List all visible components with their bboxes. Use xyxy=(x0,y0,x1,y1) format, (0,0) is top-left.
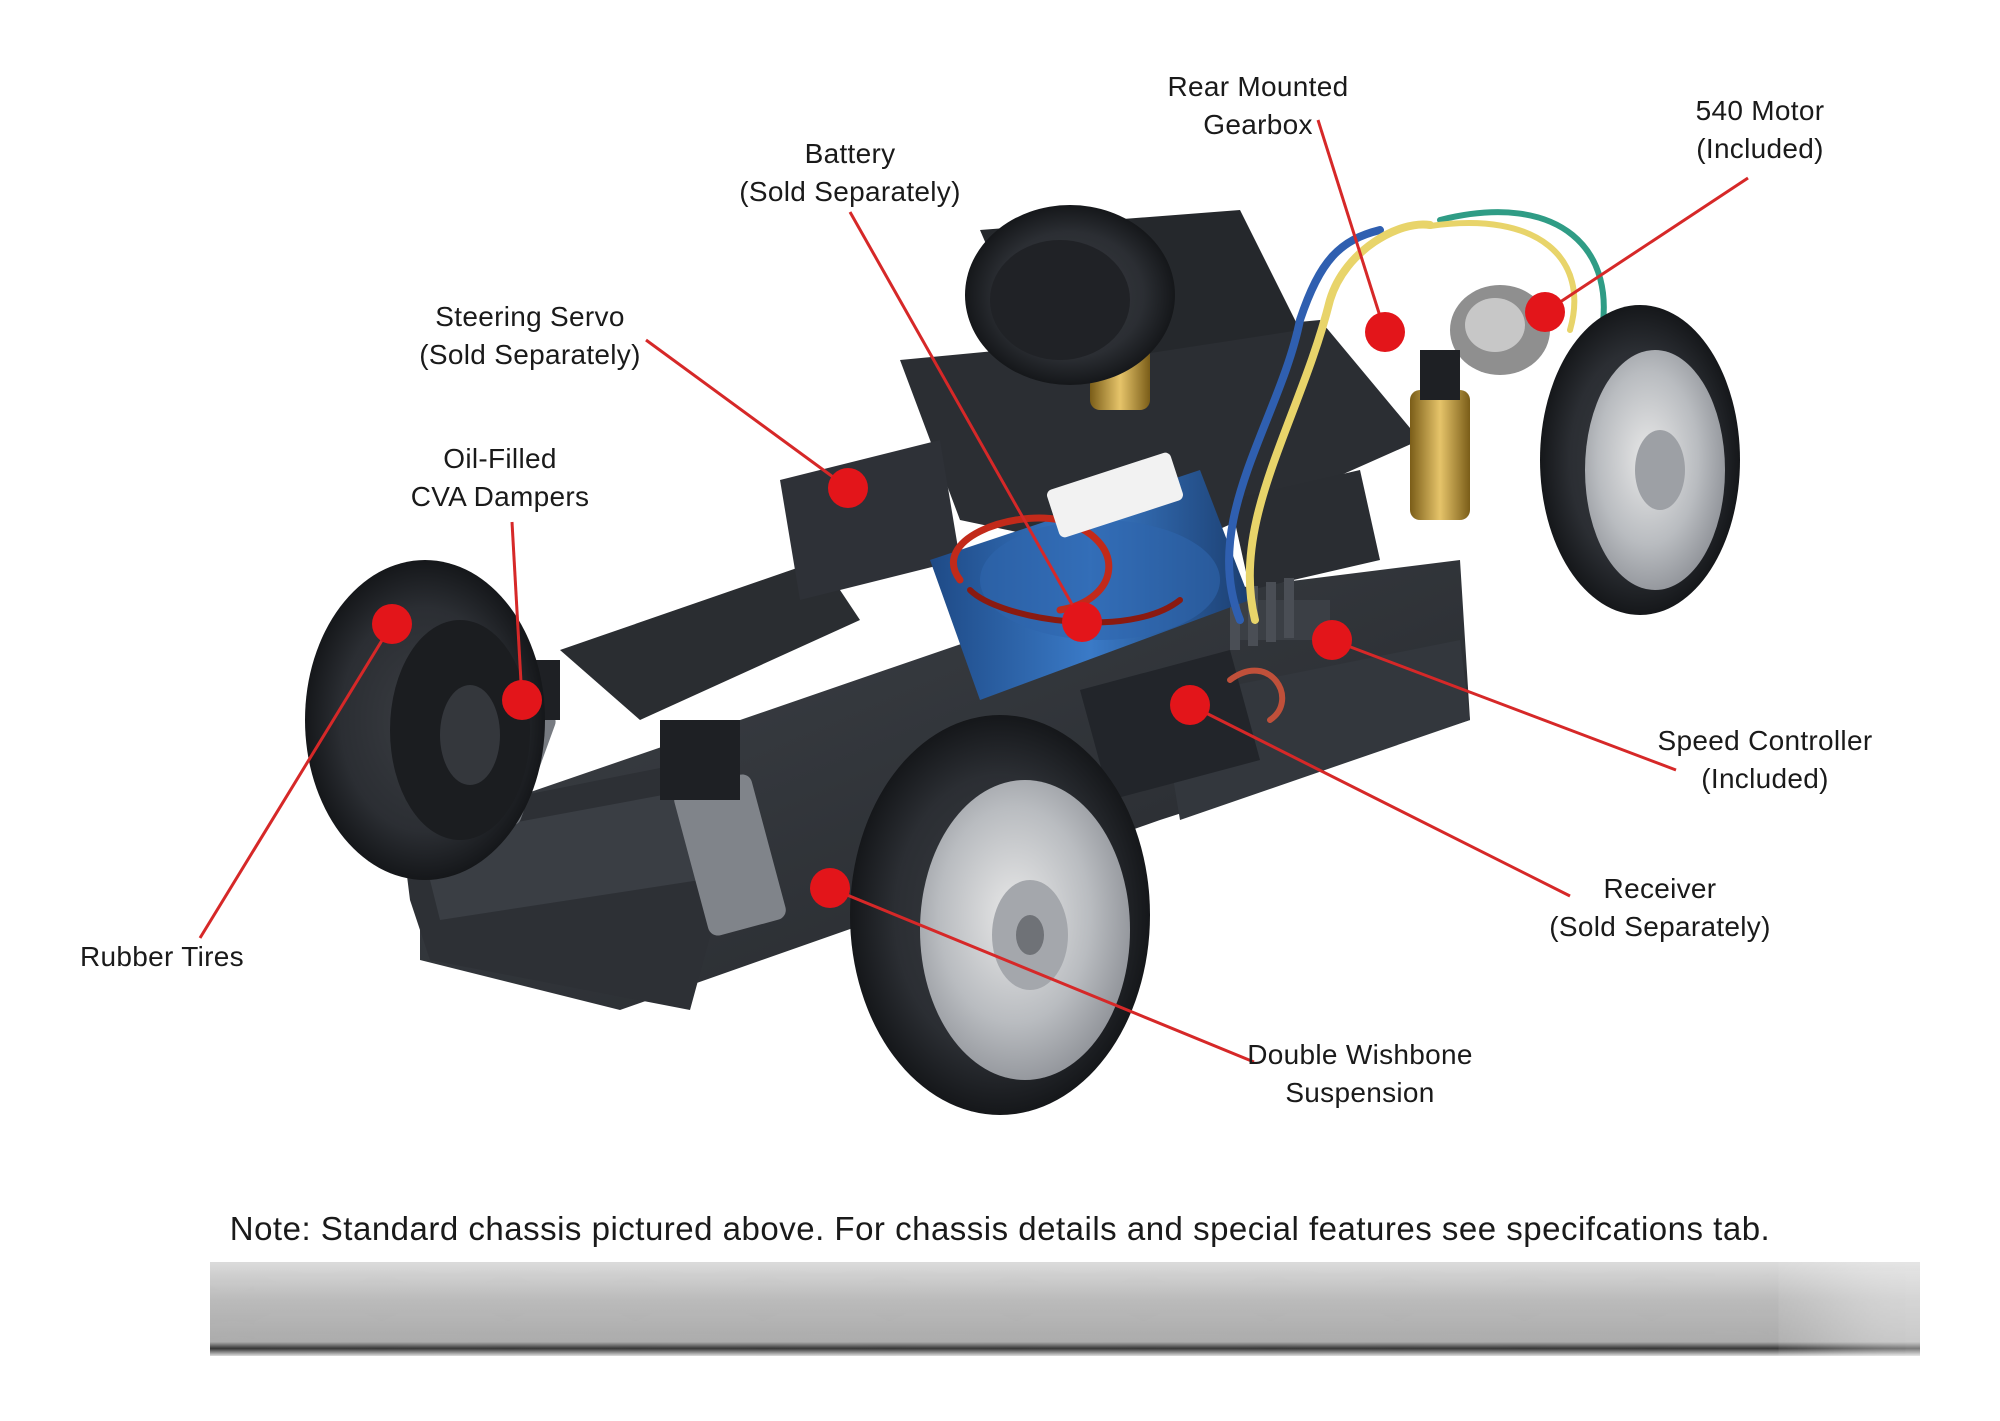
callout-line-motor xyxy=(1544,176,1749,314)
damper-rear-right xyxy=(1410,350,1470,520)
callout-line-dampers xyxy=(510,521,524,701)
callout-line-rear-gearbox xyxy=(1316,119,1387,333)
label-rubber-tires: Rubber Tires xyxy=(80,941,244,972)
label-suspension: Double Wishbone Suspension xyxy=(1247,1039,1473,1108)
wheel-rear-right xyxy=(1540,305,1740,615)
label-speed-controller: Speed Controller (Included) xyxy=(1657,725,1873,794)
motor xyxy=(1450,285,1550,375)
callout-line-rubber-tires xyxy=(198,623,394,939)
callout-dot-dampers xyxy=(502,680,542,720)
label-dampers: Oil-Filled CVA Dampers xyxy=(410,443,590,512)
wheel-front-right xyxy=(850,715,1150,1115)
callout-dot-motor xyxy=(1525,292,1565,332)
callout-lines xyxy=(198,119,1749,1064)
callout-line-speed-controller xyxy=(1331,638,1677,772)
label-rear-gearbox: Rear Mounted Gearbox xyxy=(1167,71,1349,140)
callout-dot-speed-controller xyxy=(1312,620,1352,660)
battery-connector xyxy=(1047,452,1183,538)
damper-front-right xyxy=(660,720,786,936)
footer-bar xyxy=(210,1262,1920,1356)
callout-dot-battery xyxy=(1062,602,1102,642)
callout-line-suspension xyxy=(829,886,1255,1064)
wiring xyxy=(950,209,1607,723)
wheel-front-left xyxy=(305,560,545,880)
label-battery: Battery (Sold Separately) xyxy=(739,138,961,207)
callout-dot-suspension xyxy=(810,868,850,908)
label-motor: 540 Motor (Included) xyxy=(1695,95,1825,164)
chassis-note: Note: Standard chassis pictured above. F… xyxy=(229,1210,1771,1247)
callout-dot-receiver xyxy=(1170,685,1210,725)
wheel-rear-left xyxy=(965,205,1175,385)
callout-line-steering-servo xyxy=(645,338,849,490)
callout-line-battery xyxy=(848,211,1084,623)
callout-dot-rubber-tires xyxy=(372,604,412,644)
callout-dot-rear-gearbox xyxy=(1365,312,1405,352)
callout-dot-steering-servo xyxy=(828,468,868,508)
callout-line-receiver xyxy=(1189,703,1571,898)
label-steering-servo: Steering Servo (Sold Separately) xyxy=(419,301,641,370)
label-receiver: Receiver (Sold Separately) xyxy=(1549,873,1771,942)
